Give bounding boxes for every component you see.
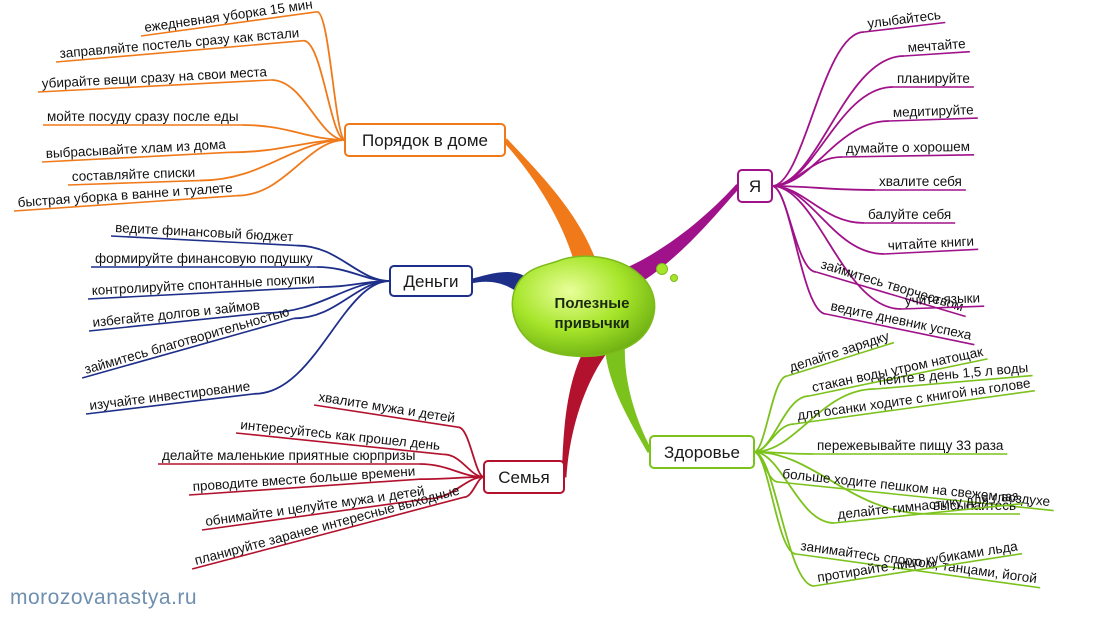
leaf-connector-order-5 (199, 139, 346, 182)
central-topic-dot (656, 263, 668, 275)
leaf-underline-family-0 (313, 404, 459, 428)
leaf-me-9: учите языки (905, 290, 981, 308)
leaf-connector-order-0 (316, 10, 346, 141)
branch-label-order: Порядок в доме (362, 131, 488, 150)
leaf-me-4: думайте о хорошем (846, 139, 970, 156)
trunk-me (613, 184, 740, 291)
leaf-underline-money-2 (87, 286, 319, 300)
leaf-me-7: читайте книги (887, 233, 974, 252)
leaf-underline-family-5 (191, 496, 465, 570)
leaf-underline-order-0 (140, 11, 318, 37)
branch-node-me (737, 169, 773, 203)
leaf-connector-health-9 (753, 451, 815, 587)
leaf-connector-me-8 (771, 185, 817, 273)
trunk-health (604, 336, 653, 453)
leaf-underline-order-1 (55, 39, 304, 63)
leaf-order-5: составляйте списки (72, 165, 196, 184)
leaf-underline-order-5 (67, 179, 200, 186)
leaf-connector-me-0 (771, 31, 865, 187)
leaf-connector-me-5 (771, 185, 876, 191)
leaf-underline-health-3 (793, 389, 1035, 425)
leaf-underline-order-4 (41, 151, 231, 163)
leaf-underline-me-8 (815, 271, 966, 318)
central-topic-line-2: привычки (555, 315, 630, 332)
leaf-underline-family-4 (201, 497, 430, 531)
branch-node-money (389, 265, 473, 297)
central-topic: Полезные привычки (511, 255, 678, 358)
leaf-connector-me-9 (771, 185, 902, 310)
leaf-underline-family-3 (188, 478, 420, 496)
leaf-underline-money-4 (81, 317, 295, 379)
leaf-underline-health-1 (808, 358, 988, 397)
leaf-underline-me-7 (883, 248, 979, 255)
leaf-underline-me-0 (863, 21, 946, 33)
leaf-connector-order-6 (236, 139, 346, 197)
leaf-money-2: контролируйте спонтанные покупки (91, 271, 315, 298)
leaf-me-5: хвалите себя (879, 174, 962, 189)
leaf-health-4: пережевывайте пищу 33 раза (817, 438, 1004, 453)
branch-label-money: Деньги (404, 272, 459, 291)
leaf-money-1: формируйте финансовую подушку (95, 251, 313, 266)
leaf-underline-money-5 (85, 393, 255, 415)
leaf-underline-health-8 (795, 553, 1041, 589)
leaf-connector-family-2 (419, 463, 485, 478)
leaf-underline-me-1 (903, 50, 970, 57)
trunk-money (471, 271, 530, 301)
leaf-health-6: высыпайтесь (933, 498, 1016, 513)
branch-connectors (199, 10, 930, 587)
trunk-order (502, 138, 595, 269)
branch-node-family (483, 460, 565, 494)
central-topic-dot (670, 274, 678, 282)
leaf-underline-me-9 (900, 305, 985, 310)
leaf-connector-family-5 (463, 476, 485, 499)
leaf-me-2: планируйте (897, 71, 970, 86)
leaf-underline-money-3 (88, 312, 265, 332)
leaf-money-5: изучайте инвестирование (89, 378, 251, 413)
branch-node-health (649, 435, 755, 469)
leaf-connector-me-6 (771, 185, 865, 224)
leaf-connector-order-1 (303, 39, 346, 141)
leaf-underline-health-7 (833, 502, 1023, 524)
leaf-underline-me-3 (888, 117, 978, 122)
leaf-family-2: делайте маленькие приятные сюрпризы (162, 448, 415, 463)
branch-label-family: Семья (498, 468, 549, 487)
leaf-connector-family-0 (457, 426, 485, 478)
leaf-connector-health-0 (753, 375, 788, 453)
trunk-family (561, 349, 606, 478)
leaf-underline-health-2 (874, 374, 1033, 390)
branch-label-me: Я (749, 177, 761, 196)
watermark: morozovanastya.ru (10, 586, 198, 609)
leaf-family-0: хвалите мужа и детей (318, 389, 457, 425)
leaf-connector-family-4 (428, 476, 485, 500)
leaf-me-3: медитируйте (893, 102, 974, 120)
leaf-connector-money-3 (264, 280, 391, 314)
leaf-me-6: балуйте себя (868, 207, 951, 222)
leaf-order-6: быстрая уборка в ванне и туалете (17, 180, 233, 210)
leaf-underline-money-0 (110, 235, 298, 247)
leaf-connector-money-5 (254, 280, 391, 395)
leaf-order-2: убирайте вещи сразу на свои места (41, 64, 267, 91)
leaf-underline-order-2 (37, 79, 272, 93)
leaf-connector-order-3 (242, 124, 346, 141)
leaf-connector-order-2 (271, 79, 346, 141)
central-topic-blob (511, 255, 656, 358)
branch-label-health: Здоровье (664, 443, 740, 462)
leaf-connector-health-6 (753, 451, 930, 515)
leaf-connector-me-10 (771, 185, 827, 315)
leaf-underline-family-1 (235, 432, 444, 456)
central-topic-line-1: Полезные (555, 295, 630, 312)
leaf-me-1: мечтайте (907, 36, 966, 55)
leaf-underline-me-10 (825, 313, 975, 346)
leaf-underline-me-4 (841, 153, 975, 158)
leaf-order-3: мойте посуду сразу после еды (47, 109, 239, 124)
leaf-connector-health-7 (753, 451, 835, 524)
leaf-underline-health-9 (813, 552, 1023, 587)
leaf-underline-order-6 (13, 194, 237, 212)
branch-node-order (344, 123, 506, 157)
leaf-underline-health-0 (786, 341, 895, 377)
leaf-connector-health-2 (753, 388, 876, 453)
